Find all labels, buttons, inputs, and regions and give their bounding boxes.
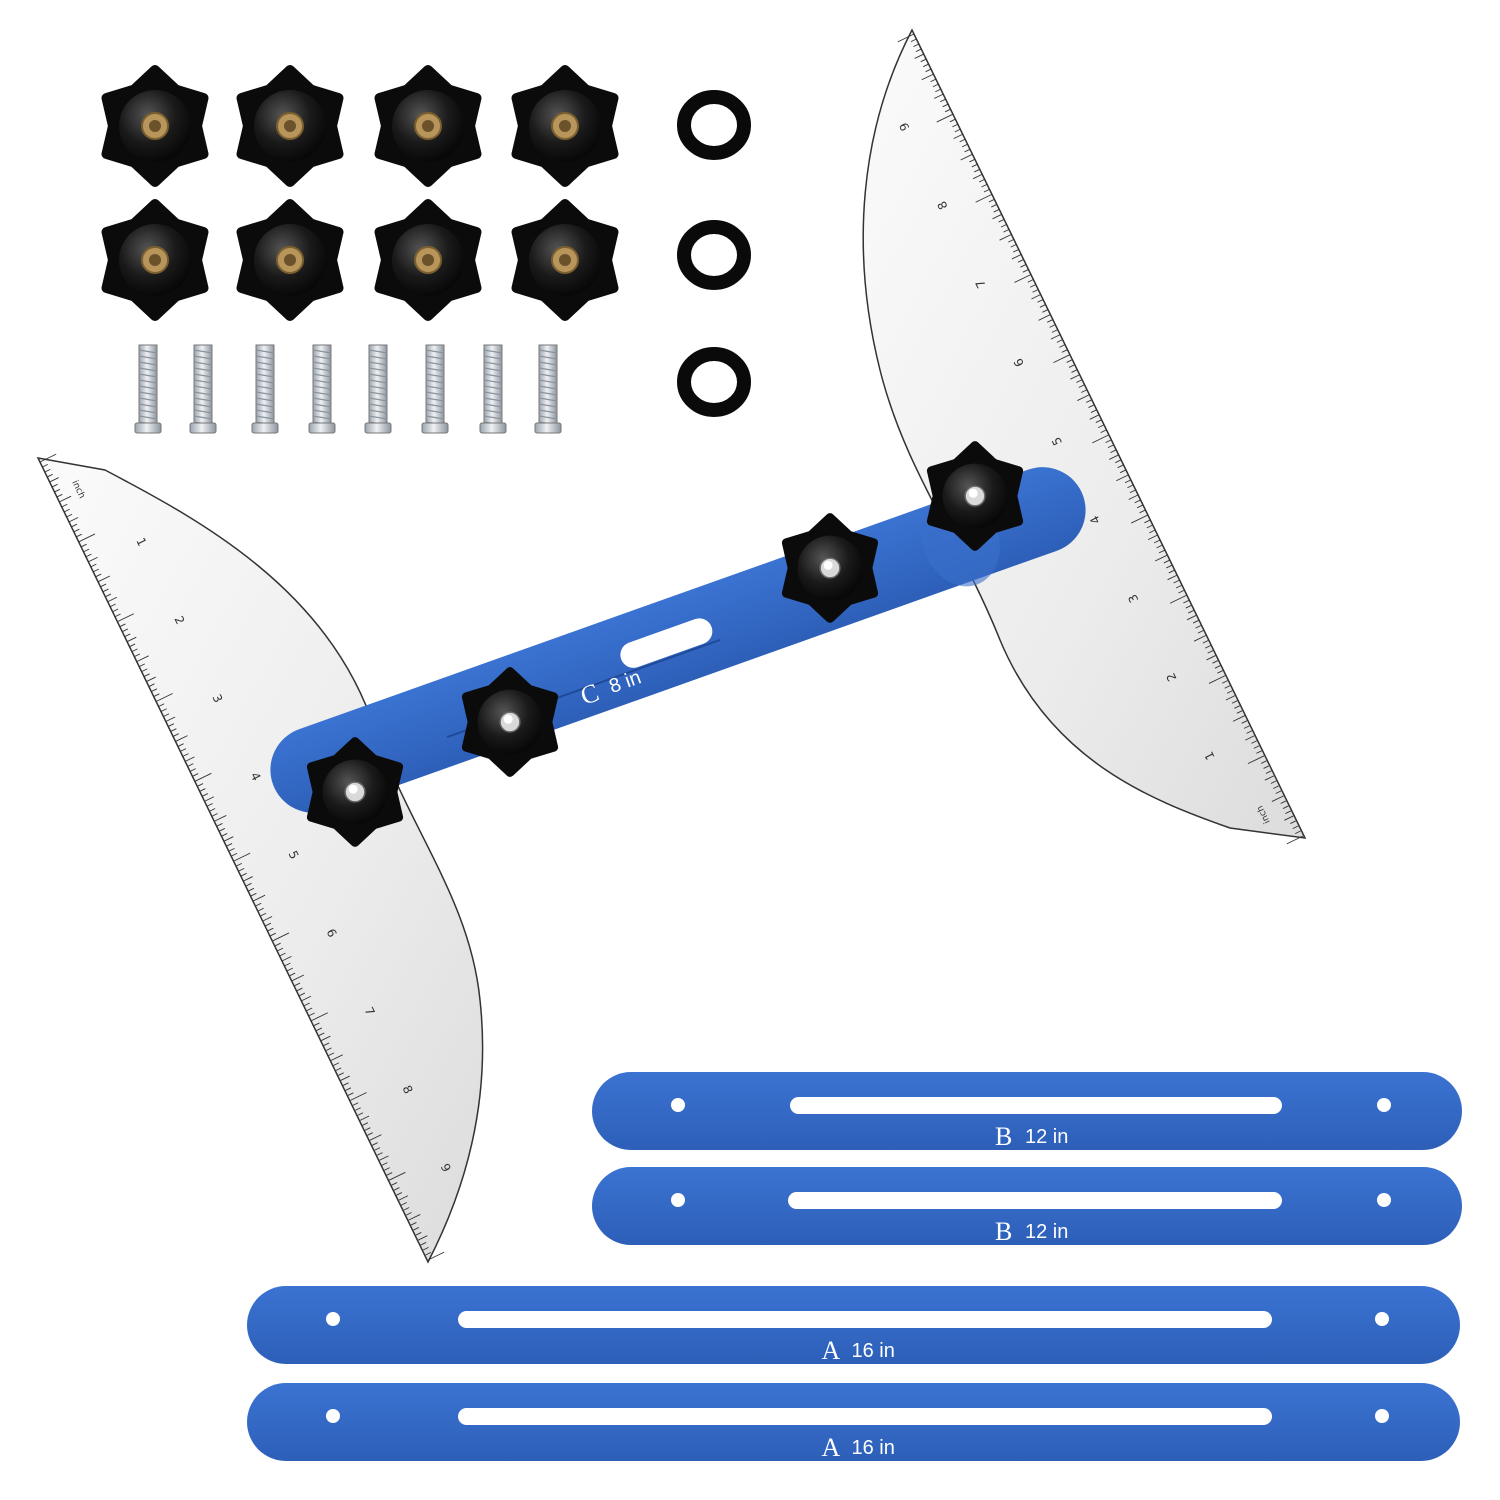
rubber-washers-group: [677, 90, 751, 417]
bar-hole: [1377, 1098, 1391, 1112]
bolt-5: [364, 344, 392, 434]
bar-hole: [326, 1409, 340, 1423]
bar-letter: B: [995, 1122, 1012, 1151]
bar-hole: [1375, 1409, 1389, 1423]
bar-hole: [671, 1098, 685, 1112]
bar-slot: [458, 1311, 1272, 1328]
bar-size: 12 in: [1025, 1126, 1068, 1148]
bar-knob-1: [306, 737, 404, 847]
loose-knobs-group: [101, 65, 619, 321]
bar-hole: [1377, 1193, 1391, 1207]
bar-letter: B: [995, 1217, 1012, 1246]
bar-c-slot: [620, 618, 713, 668]
knob-3: [374, 65, 482, 187]
washer-3: [677, 347, 751, 417]
bar-letter: A: [822, 1433, 841, 1462]
bar-slot: [788, 1192, 1282, 1209]
bolt-7: [479, 344, 507, 434]
loose-bars-group: B 12 in B 12 in A 16 in A 16 in: [247, 1072, 1462, 1462]
bar-size: 16 in: [852, 1340, 895, 1362]
washer-2: [677, 220, 751, 290]
bar-knob-4: [926, 441, 1024, 551]
bar-hole: [1375, 1312, 1389, 1326]
left-ruler-ticks: [39, 453, 445, 1261]
knob-7: [374, 199, 482, 321]
knob-4: [511, 65, 619, 187]
bar-hole: [326, 1312, 340, 1326]
bar-size: 16 in: [852, 1437, 895, 1459]
bar-a-3: A 16 in: [247, 1286, 1460, 1365]
bolt-3: [251, 344, 279, 434]
bar-hole: [671, 1193, 685, 1207]
bolt-4: [308, 344, 336, 434]
bar-b-1: B 12 in: [592, 1072, 1462, 1151]
bar-knob-3: [781, 513, 879, 623]
bar-slot: [790, 1097, 1282, 1114]
bolt-8: [534, 344, 562, 434]
bar-letter: A: [822, 1336, 841, 1365]
bar-size: 12 in: [1025, 1221, 1068, 1243]
bolt-1: [134, 344, 162, 434]
bolt-6: [421, 344, 449, 434]
knob-6: [236, 199, 344, 321]
bolts-group: [134, 344, 562, 434]
bar-a-4: A 16 in: [247, 1383, 1460, 1462]
assembled-bar-knobs: [306, 441, 1024, 847]
knob-1: [101, 65, 209, 187]
knob-8: [511, 199, 619, 321]
knob-5: [101, 199, 209, 321]
bolt-2: [189, 344, 217, 434]
right-ruler-ticks: [897, 33, 1304, 845]
bar-slot: [458, 1408, 1272, 1425]
knob-2: [236, 65, 344, 187]
bar-b-2: B 12 in: [592, 1167, 1462, 1246]
washer-1: [677, 90, 751, 160]
bar-knob-2: [461, 667, 559, 777]
